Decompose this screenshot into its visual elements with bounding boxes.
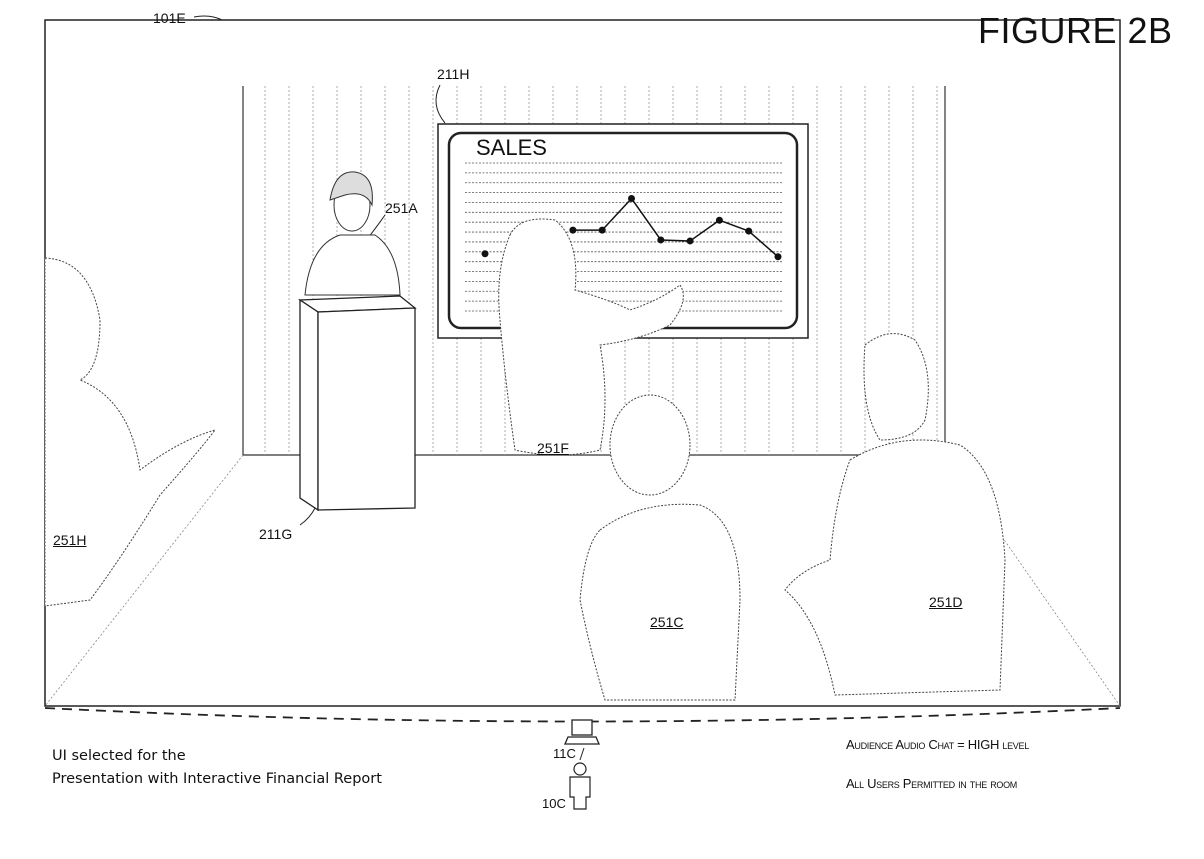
label-211G: 211G — [259, 526, 293, 542]
series-segment — [748, 230, 779, 258]
user-d-avatar — [784, 333, 1006, 696]
figure-title: FIGURE 2B — [978, 10, 1173, 51]
user-c-avatar — [579, 394, 741, 701]
sales-chart — [481, 195, 782, 261]
leader-211G — [299, 507, 316, 526]
caption-line-1: UI selected for the — [52, 748, 186, 764]
permission-setting: All Users Permitted in the room — [846, 776, 1018, 791]
leader-11C — [579, 747, 585, 761]
pointing-user-avatar — [498, 218, 684, 456]
floor-lines — [44, 454, 1121, 707]
data-point — [715, 216, 723, 224]
laptop-icon — [564, 719, 600, 745]
label-10C: 10C — [542, 796, 566, 811]
label-251C: 251C — [650, 614, 684, 630]
series-segment — [660, 239, 691, 242]
data-point — [657, 236, 665, 244]
audio-setting: Audience Audio Chat = HIGH level — [846, 737, 1029, 752]
series-segment — [601, 198, 633, 231]
user-icon — [569, 762, 591, 810]
data-point — [745, 227, 753, 235]
presenter-avatar — [304, 171, 401, 296]
chart-title: SALES — [476, 135, 547, 160]
data-point — [774, 253, 782, 261]
label-11C: 11C — [553, 746, 576, 761]
podium — [297, 295, 417, 512]
series-segment — [719, 219, 749, 232]
series-segment — [630, 198, 662, 241]
label-251A: 251A — [385, 200, 418, 216]
data-point — [481, 250, 489, 258]
data-point — [628, 195, 635, 203]
leader-101E — [193, 15, 223, 21]
data-point — [686, 237, 694, 245]
label-101E: 101E — [153, 10, 186, 26]
series-segment — [689, 219, 720, 242]
label-251F: 251F — [537, 440, 569, 456]
label-251D: 251D — [929, 594, 963, 610]
label-251H: 251H — [53, 532, 87, 548]
data-point — [569, 226, 577, 234]
data-point — [598, 226, 606, 234]
caption-line-2: Presentation with Interactive Financial … — [52, 771, 382, 787]
leader-211H — [435, 84, 446, 124]
label-211H: 211H — [437, 66, 470, 82]
left-user-avatar — [44, 257, 217, 607]
